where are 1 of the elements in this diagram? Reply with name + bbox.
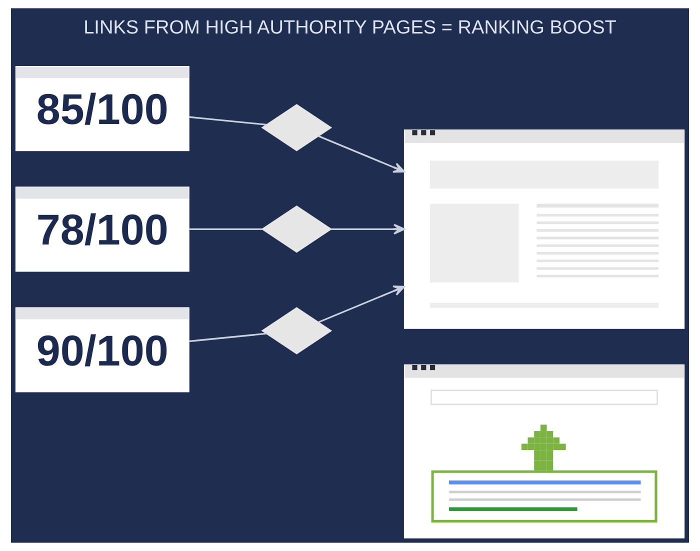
diagram-title: LINKS FROM HIGH AUTHORITY PAGES = RANKING BOOST xyxy=(84,18,616,39)
